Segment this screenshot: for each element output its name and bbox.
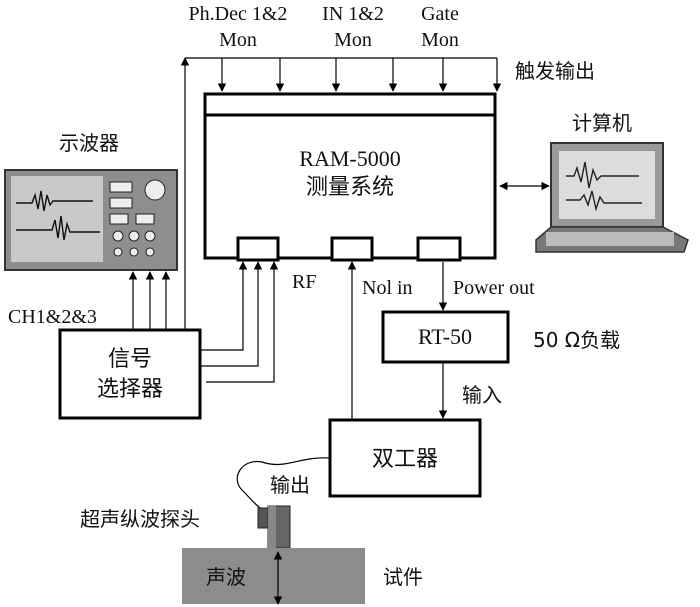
rt-50-box [381, 310, 510, 364]
duplexer-label: 双工器 [372, 447, 438, 472]
oscilloscope-label: 示波器 [59, 131, 119, 155]
nol-in-label: Nol in [362, 277, 413, 299]
output-label: 输出 [270, 473, 310, 497]
ram-5000-box [203, 92, 497, 262]
ultrasonic-probe-icon [257, 505, 291, 549]
probe-label: 超声纵波探头 [80, 507, 200, 531]
monitor-in-label-2: Mon [334, 29, 372, 51]
laptop-icon [535, 142, 689, 253]
selector-to-scope-lines [128, 57, 190, 330]
signal-selector-label-2: 选择器 [97, 377, 163, 402]
rf-label: RF [292, 271, 316, 293]
power-out-label: Power out [453, 277, 535, 299]
input-label: 输入 [462, 383, 502, 407]
specimen-label: 试件 [383, 565, 423, 589]
oscilloscope-icon [4, 169, 178, 271]
monitor-phdec-label-1: Ph.Dec 1&2 [189, 3, 288, 25]
monitor-in-label-1: IN 1&2 [322, 3, 384, 25]
duplexer-box [328, 418, 482, 498]
signal-selector-label-1: 信号 [108, 347, 152, 372]
trigger-output-label: 触发输出 [515, 59, 595, 83]
sound-wave-label: 声波 [206, 565, 246, 589]
monitor-gate-label-1: Gate [421, 3, 459, 25]
monitor-gate-label-2: Mon [421, 29, 459, 51]
computer-label: 计算机 [572, 111, 632, 135]
probe-cable [236, 457, 331, 513]
monitor-phdec-label-2: Mon [219, 29, 257, 51]
top-signal-bus [185, 57, 502, 92]
ram-5000-title: RAM-5000 [299, 146, 400, 171]
specimen-block [182, 548, 365, 604]
signal-selector-box [58, 328, 202, 420]
load-label: 50 Ω负载 [533, 328, 620, 352]
channel-label: CH1&2&3 [8, 306, 97, 328]
rf-lines [200, 261, 279, 383]
ram-5000-subtitle: 测量系统 [306, 175, 394, 200]
rt-50-label: RT-50 [418, 324, 472, 349]
